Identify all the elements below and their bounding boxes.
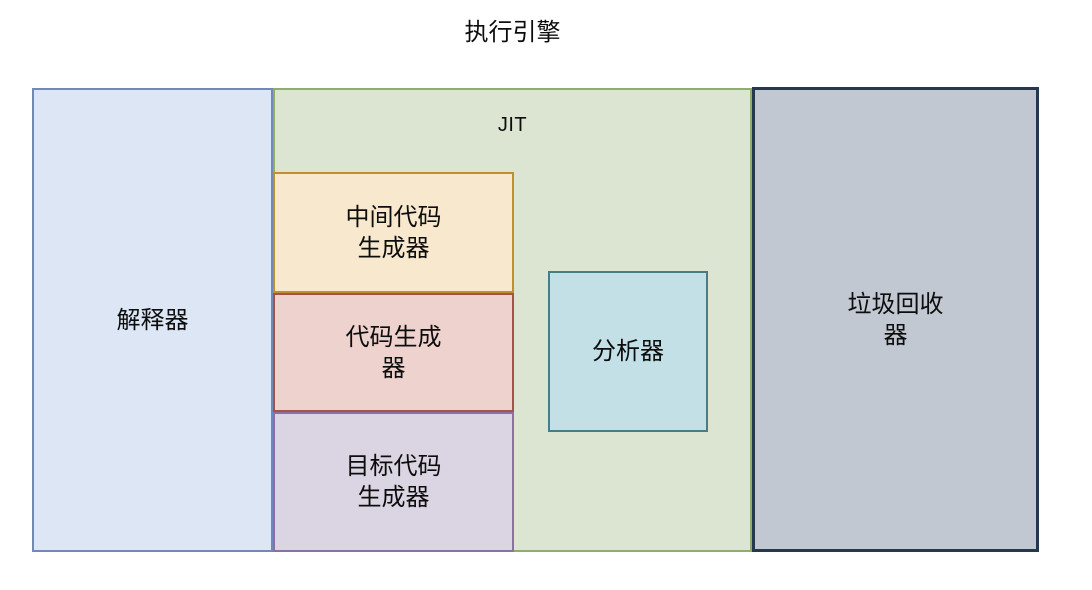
intermediate-code-generator-box: 中间代码 生成器 bbox=[273, 172, 514, 293]
diagram-title: 执行引擎 bbox=[464, 19, 561, 46]
garbage-collector-label-line2: 器 bbox=[883, 321, 908, 349]
intermediate-code-generator-label-line2: 生成器 bbox=[357, 234, 430, 262]
interpreter-label: 解释器 bbox=[116, 306, 189, 334]
jit-label: JIT bbox=[497, 114, 528, 136]
analyzer-box: 分析器 bbox=[548, 271, 708, 432]
analyzer-label: 分析器 bbox=[592, 338, 664, 365]
garbage-collector-label-line1: 垃圾回收 bbox=[847, 290, 944, 318]
code-generator-label-line2: 器 bbox=[381, 354, 406, 382]
garbage-collector-box: 垃圾回收 器 bbox=[752, 87, 1039, 552]
target-code-generator-label-line1: 目标代码 bbox=[345, 453, 442, 480]
target-code-generator-label-line2: 生成器 bbox=[357, 484, 430, 511]
interpreter-box: 解释器 bbox=[32, 88, 273, 552]
code-generator-label-line1: 代码生成 bbox=[345, 323, 442, 351]
code-generator-box: 代码生成 器 bbox=[273, 293, 514, 412]
target-code-generator-box: 目标代码 生成器 bbox=[273, 412, 514, 552]
intermediate-code-generator-label-line1: 中间代码 bbox=[345, 203, 442, 231]
